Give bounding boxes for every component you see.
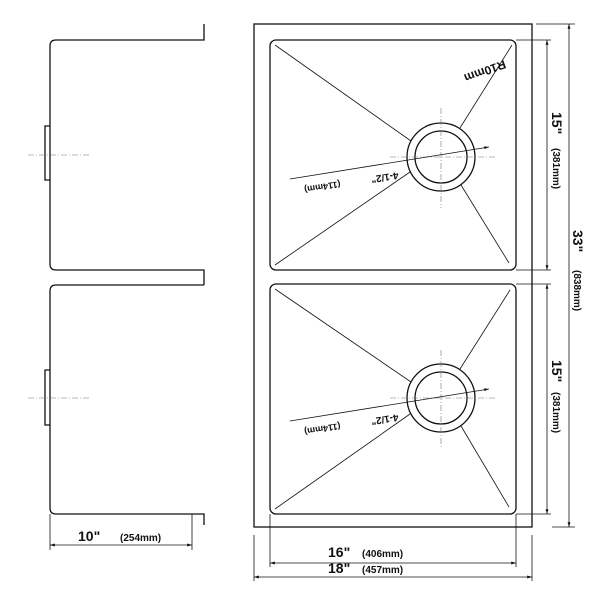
overall-width-in: 18" xyxy=(328,560,350,576)
overall-length-in: 33" xyxy=(570,230,586,252)
bottom-drain-mm: (114mm) xyxy=(304,421,342,437)
length-dimensions: 15" (381mm) 15" (381mm) 33" (838mm) xyxy=(516,23,586,528)
bottom-bowl xyxy=(269,283,517,515)
side-top-bowl xyxy=(49,24,205,285)
slope-line xyxy=(459,44,513,129)
side-width-mm: (254mm) xyxy=(120,533,161,544)
top-view: 4-1/2" (114mm) R10mm 4-1/2" (114mm) xyxy=(253,23,533,528)
corner-radius-label: R10mm xyxy=(462,57,508,85)
side-bottom-drain-bump xyxy=(44,369,50,426)
side-width-in: 10" xyxy=(78,528,100,544)
slope-line xyxy=(460,184,510,264)
side-top-drain-bump xyxy=(44,125,50,181)
top-bowl-length-in: 15" xyxy=(549,112,565,134)
side-bottom-bowl xyxy=(49,284,205,525)
top-drain-mm: (114mm) xyxy=(304,179,342,195)
bowl-width-mm: (406mm) xyxy=(362,549,403,560)
width-dimensions: 16" (406mm) 18" (457mm) xyxy=(253,514,533,581)
bottom-bowl-length-in: 15" xyxy=(549,360,565,382)
bottom-bowl-length-mm: (381mm) xyxy=(550,392,561,433)
side-view: 10" (254mm) xyxy=(28,24,205,550)
bowl-width-in: 16" xyxy=(328,544,350,560)
overall-width-mm: (457mm) xyxy=(362,565,403,576)
bottom-drain-in: 4-1/2" xyxy=(370,411,399,426)
slope-line xyxy=(274,171,411,266)
bottom-drain-dimension xyxy=(289,388,490,422)
top-bowl xyxy=(269,39,517,271)
top-drain-in: 4-1/2" xyxy=(370,169,399,184)
slope-line xyxy=(274,288,412,383)
sink-outline xyxy=(253,23,533,528)
top-bowl-length-mm: (381mm) xyxy=(550,148,561,189)
overall-length-mm: (838mm) xyxy=(571,270,582,311)
slope-line xyxy=(459,289,511,370)
top-drain-dimension xyxy=(289,146,490,180)
slope-line xyxy=(274,44,412,142)
slope-line xyxy=(460,425,510,508)
slope-line xyxy=(274,413,411,510)
